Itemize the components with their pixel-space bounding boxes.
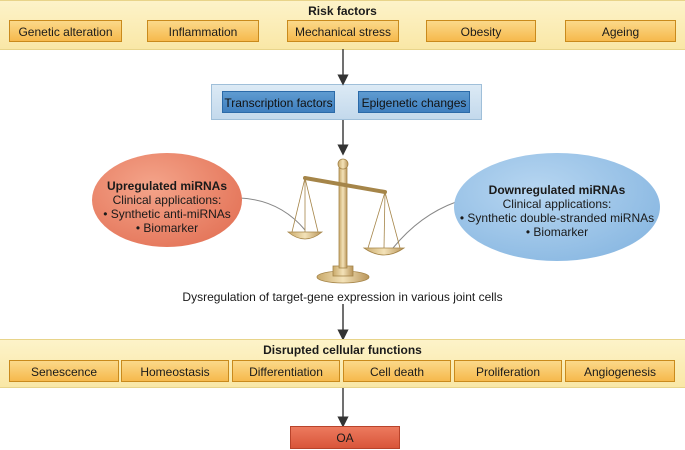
upregulated-title: Upregulated miRNAs	[106, 179, 228, 193]
balance-scale-icon	[286, 158, 406, 284]
connector-down-to-pan	[392, 201, 457, 249]
downregulated-item: Biomarker	[454, 225, 660, 239]
function-senescence: Senescence	[9, 360, 119, 382]
function-cell-death: Cell death	[343, 360, 451, 382]
dysregulation-text: Dysregulation of target-gene expression …	[182, 290, 503, 304]
upregulated-subtitle: Clinical applications:	[112, 193, 222, 207]
connector-up-to-pan	[239, 197, 306, 231]
risk-inflammation: Inflammation	[147, 20, 259, 42]
risk-ageing: Ageing	[565, 20, 676, 42]
risk-factors-title: Risk factors	[308, 4, 377, 18]
mechanisms-band: Transcription factors Epigenetic changes	[211, 84, 482, 120]
upregulated-mirnas-ellipse: Upregulated miRNAs Clinical applications…	[92, 153, 242, 247]
function-angiogenesis: Angiogenesis	[565, 360, 675, 382]
risk-obesity: Obesity	[426, 20, 536, 42]
epigenetic-changes-box: Epigenetic changes	[358, 91, 470, 113]
upregulated-item: Synthetic anti-miRNAs	[92, 207, 242, 221]
function-proliferation: Proliferation	[454, 360, 562, 382]
transcription-factors-box: Transcription factors	[222, 91, 335, 113]
downregulated-mirnas-ellipse: Downregulated miRNAs Clinical applicatio…	[454, 153, 660, 261]
downregulated-item: Synthetic double-stranded miRNAs	[454, 211, 660, 225]
function-homeostasis: Homeostasis	[121, 360, 229, 382]
disrupted-functions-title: Disrupted cellular functions	[263, 343, 422, 357]
downregulated-title: Downregulated miRNAs	[488, 183, 626, 197]
downregulated-subtitle: Clinical applications:	[502, 197, 612, 211]
disrupted-functions-band: Disrupted cellular functions Senescence …	[0, 339, 685, 388]
risk-genetic-alteration: Genetic alteration	[9, 20, 122, 42]
function-differentiation: Differentiation	[232, 360, 340, 382]
upregulated-item: Biomarker	[92, 221, 242, 235]
risk-mechanical-stress: Mechanical stress	[287, 20, 399, 42]
risk-factors-band: Risk factors Genetic alteration Inflamma…	[0, 0, 685, 50]
oa-outcome-box: OA	[290, 426, 400, 449]
